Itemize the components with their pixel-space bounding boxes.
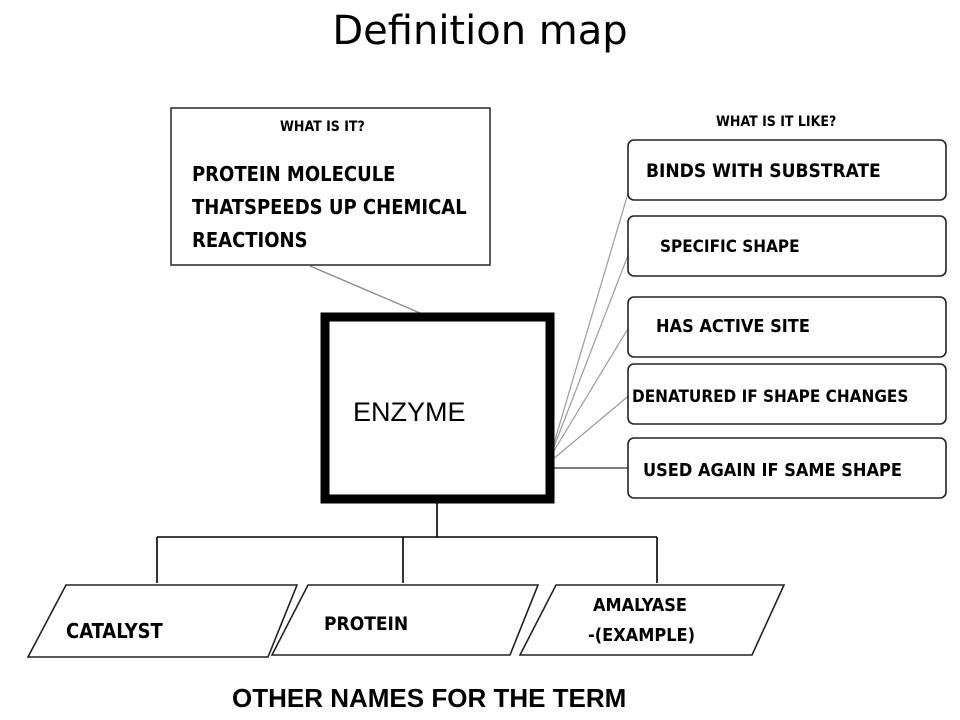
enzyme-box [320,312,555,504]
property-boxes [627,139,947,499]
property-item: USED AGAIN IF SAME SHAPE [643,460,902,481]
what-is-it-text: PROTEIN MOLECULE THATSPEEDS UP CHEMICAL … [192,162,467,252]
connector-prop-1 [551,179,633,451]
what-is-it-box [170,107,491,266]
other-names-tree [156,503,658,583]
prop-box-5 [627,437,947,499]
what-is-it-header: WHAT IS IT? [280,119,365,135]
other-name-item: -(EXAMPLE) [588,625,695,646]
other-name-item: AMALYASE [593,595,687,616]
enzyme-label: ENZYME [353,397,466,427]
other-name-item: PROTEIN [324,613,409,635]
connector-prop-2 [551,244,633,453]
property-item: HAS ACTIVE SITE [656,316,810,337]
connector-what-is-it [309,265,421,314]
prop-box-2 [627,215,947,277]
other-name-shape-1 [26,584,299,658]
other-names-label: OTHER NAMES FOR THE TERM [232,683,627,713]
property-item: DENATURED IF SHAPE CHANGES [632,387,909,407]
page-title: Definition map [332,8,628,54]
other-name-shape-2 [270,584,540,656]
property-item: BINDS WITH SUBSTRATE [646,160,881,182]
property-item: SPECIFIC SHAPE [660,237,800,257]
prop-box-4 [627,363,947,425]
connector-prop-3 [551,321,633,455]
other-name-shapes [26,584,786,658]
prop-box-1 [627,139,947,201]
other-name-shape-3 [518,584,786,656]
other-name-item: CATALYST [66,619,163,643]
connector-prop-4 [551,392,633,461]
property-connectors [551,179,633,469]
prop-box-3 [627,296,947,358]
what-is-it-like-header: WHAT IS IT LIKE? [716,114,837,130]
